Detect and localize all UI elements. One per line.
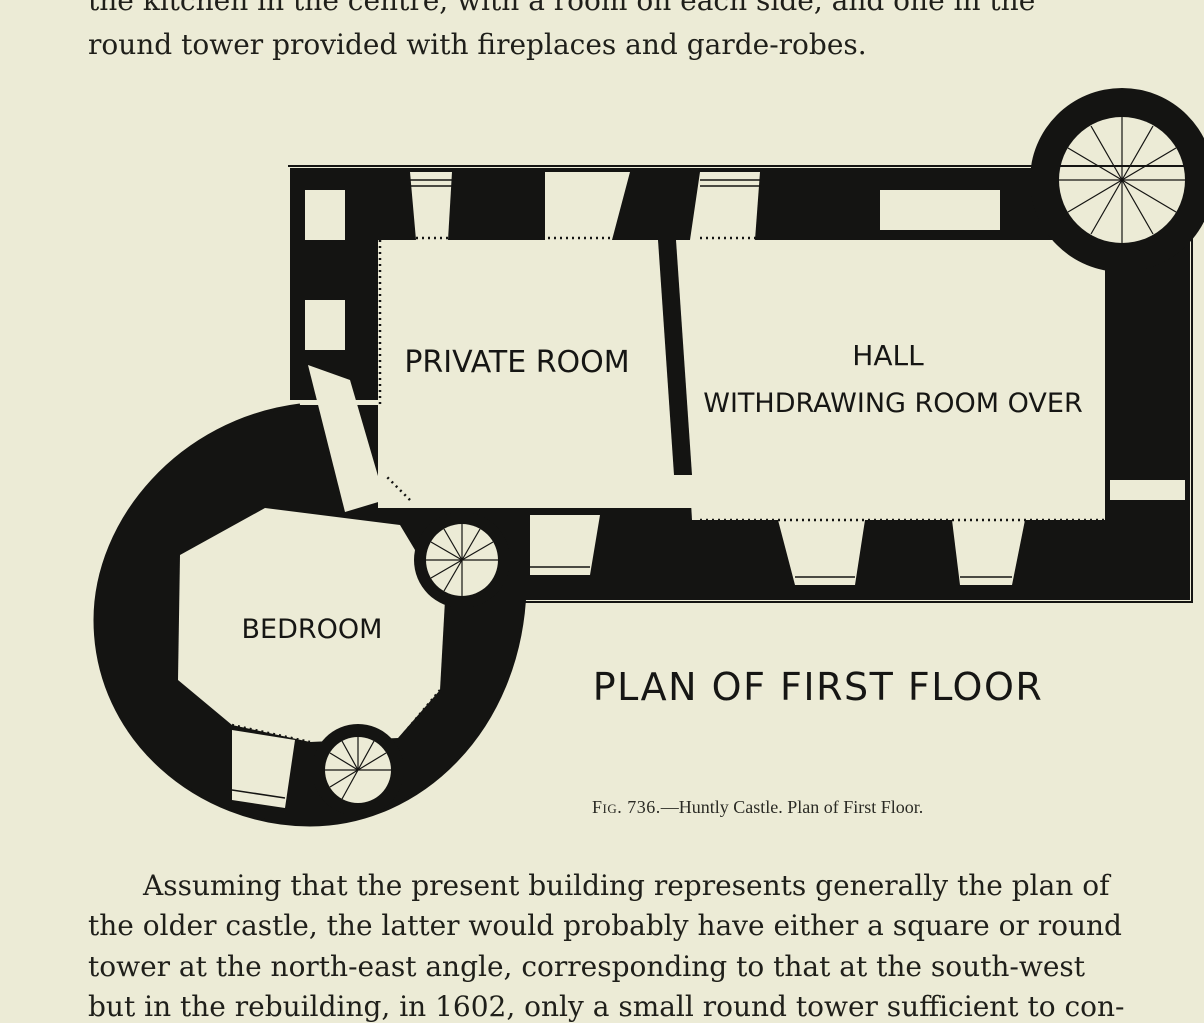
body-text-line-top-1: the kitchen in the centre, with a room o… xyxy=(88,0,1036,17)
hall-floor xyxy=(676,240,1105,520)
hall-label: HALL xyxy=(852,339,924,372)
ne-stair-tower xyxy=(1030,88,1204,272)
body-text-line-top-2: round tower provided with fireplaces and… xyxy=(88,28,867,61)
private-room-label: PRIVATE ROOM xyxy=(404,345,629,380)
bedroom-label: BEDROOM xyxy=(242,614,383,645)
outer-outline xyxy=(288,165,1193,603)
figure-number: Fig. 736. xyxy=(592,797,661,817)
withdrawing-room-label: WITHDRAWING ROOM OVER xyxy=(703,388,1082,419)
room-interiors xyxy=(178,240,1105,742)
body-text-line-bottom-3: tower at the north-east angle, correspon… xyxy=(88,950,1086,983)
mid-spiral-stair xyxy=(414,512,510,608)
body-text-line-bottom-1: Assuming that the present building repre… xyxy=(143,869,1110,902)
bottom-spiral-stair xyxy=(312,724,404,816)
sw-passage xyxy=(308,365,385,512)
body-text-line-bottom-2: the older castle, the latter would proba… xyxy=(88,909,1122,942)
private-room-floor xyxy=(378,240,672,508)
body-text-line-bottom-4: but in the rebuilding, in 1602, only a s… xyxy=(88,990,1125,1023)
windows xyxy=(231,172,1185,808)
figure-caption-text: —Huntly Castle. Plan of First Floor. xyxy=(660,797,924,817)
figure-caption: Fig. 736.—Huntly Castle. Plan of First F… xyxy=(592,797,923,818)
dotted-boundaries xyxy=(231,236,1110,744)
plan-title: PLAN OF FIRST FLOOR xyxy=(593,665,1044,709)
partition-wall xyxy=(658,240,692,475)
bedroom-floor xyxy=(178,508,445,742)
